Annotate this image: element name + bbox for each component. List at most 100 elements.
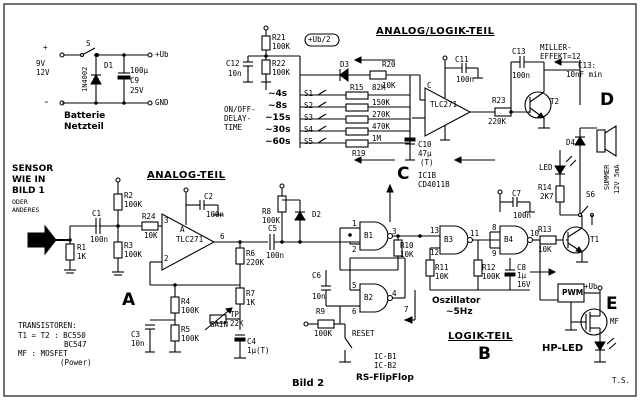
switch-s3: S3	[304, 113, 314, 122]
r22-value: 100K	[272, 68, 291, 77]
switch-s4: S4	[304, 125, 314, 134]
c13-note-2: 10nF min	[566, 70, 603, 79]
gate-b1: B1	[364, 231, 374, 240]
sensor-line3: BILD 1	[12, 186, 45, 196]
c4-value: 1µ(T)	[247, 346, 270, 355]
delay-caption-2: DELAY-	[224, 114, 252, 123]
c10-value: 47µ	[418, 149, 432, 158]
c1-ref: C1	[92, 209, 102, 218]
r20-ref: R20	[382, 60, 396, 69]
opamp-c-type: TLC271	[430, 100, 458, 109]
r10-ref: R10	[400, 241, 414, 250]
r1-ref: R1	[77, 243, 87, 252]
r2-ref: R2	[124, 191, 134, 200]
c8-voltage: 16V	[517, 280, 531, 289]
sensor-line5: ANDERES	[12, 206, 40, 214]
r17-value: 270K	[372, 110, 391, 119]
c3-value: 10n	[131, 339, 145, 348]
gate-b4: B4	[504, 235, 514, 244]
pin-11: 11	[470, 229, 480, 238]
d4-ref: D4	[566, 138, 576, 147]
reset-label: RESET	[352, 329, 375, 338]
delay-caption-3: TIME	[224, 123, 243, 132]
battery-voltage-alt: 12V	[36, 68, 50, 77]
c4-ref: C4	[247, 337, 257, 346]
delay-8s: ~8s	[268, 101, 288, 111]
c12-ref: C12	[226, 59, 240, 68]
logic-ic-ref: IC1B	[418, 171, 437, 180]
pin-12: 12	[430, 248, 440, 257]
c5-value: 100n	[266, 251, 285, 260]
r9-ref: R9	[316, 307, 326, 316]
delay-15s: ~15s	[265, 113, 291, 123]
ground-label: GND	[155, 98, 169, 107]
r6-ref: R6	[246, 249, 256, 258]
r11-value: 10K	[435, 272, 449, 281]
c13-value: 100n	[512, 71, 531, 80]
output-supply: +Ub	[584, 282, 598, 291]
delay-circuit	[243, 25, 580, 164]
c9-value: 100µ	[130, 66, 149, 75]
transistor-mf-note: (Power)	[60, 358, 92, 367]
opamp-a-ref: A	[180, 225, 185, 234]
r10-value: 10K	[400, 250, 414, 259]
r22-ref: R22	[272, 59, 286, 68]
r18-value: 470K	[372, 122, 391, 131]
summer-rating: 12V 5mA	[613, 164, 621, 194]
c7-value: 100n	[513, 211, 532, 220]
diode-d1-label: D1	[104, 61, 114, 70]
analog-logic-section-title: ANALOG/LOGIK-TEIL	[376, 26, 495, 37]
r5-value: 100K	[181, 334, 200, 343]
transistor-mf-line: MF : MOSFET	[18, 349, 68, 358]
r11-ref: R11	[435, 263, 449, 272]
r6-value: 220K	[246, 258, 265, 267]
supply-title-2: Netzteil	[64, 122, 104, 132]
section-letter-d: D	[600, 90, 615, 110]
r13-ref: R13	[538, 225, 552, 234]
r4-ref: R4	[181, 297, 191, 306]
analog-section-title: ANALOG-TEIL	[147, 170, 226, 181]
tp-value: 22K	[230, 319, 244, 328]
flipflop-ic2: IC-B2	[374, 361, 397, 370]
r16-value: 150K	[372, 98, 391, 107]
logic-section-title: LOGIK-TEIL	[448, 331, 513, 342]
pin-7: 7	[404, 305, 409, 314]
opamp-c-ref: C	[427, 81, 432, 90]
c1-value: 100n	[90, 235, 109, 244]
pin-3: 3	[392, 227, 397, 236]
c6-ref: C6	[312, 271, 322, 280]
opamp-a-circuit	[145, 183, 360, 359]
delay-30s: ~30s	[265, 125, 291, 135]
r13-value: 10K	[538, 245, 552, 254]
r5-ref: R5	[181, 325, 191, 334]
sensor-line1: SENSOR	[12, 164, 54, 174]
pin-8: 8	[492, 223, 497, 232]
pin-9: 9	[492, 249, 497, 258]
r19-value: 1M	[372, 134, 382, 143]
c10-type: (T)	[420, 158, 434, 167]
opamp-a-pin2: 2	[164, 254, 169, 263]
plus-terminal: +	[43, 43, 48, 52]
d3-ref: D3	[340, 60, 350, 69]
r23-value: 220K	[488, 117, 507, 126]
hp-led-label: HP-LED	[542, 343, 584, 354]
s6-ref: S6	[586, 190, 596, 199]
figure-label: Bild 2	[292, 378, 325, 389]
logic-ic-type: CD4011B	[418, 180, 450, 189]
section-letter-c: C	[397, 164, 410, 184]
pin-4: 4	[392, 289, 397, 298]
r3-ref: R3	[124, 241, 134, 250]
pin-1: 1	[352, 219, 357, 228]
c7-ref: C7	[512, 189, 522, 198]
switch-s5: S5	[304, 137, 314, 146]
opamp-a-type: TLC271	[176, 235, 204, 244]
r12-ref: R12	[482, 263, 496, 272]
t2-ref: T2	[550, 97, 560, 106]
transistor-title: TRANSISTOREN:	[18, 321, 77, 330]
r2-value: 100K	[124, 200, 143, 209]
mosfet-label: MF	[610, 317, 620, 326]
c9-voltage: 25V	[130, 86, 144, 95]
battery-voltage: 9V	[36, 59, 46, 68]
supply-title-1: Batterie	[64, 111, 106, 121]
